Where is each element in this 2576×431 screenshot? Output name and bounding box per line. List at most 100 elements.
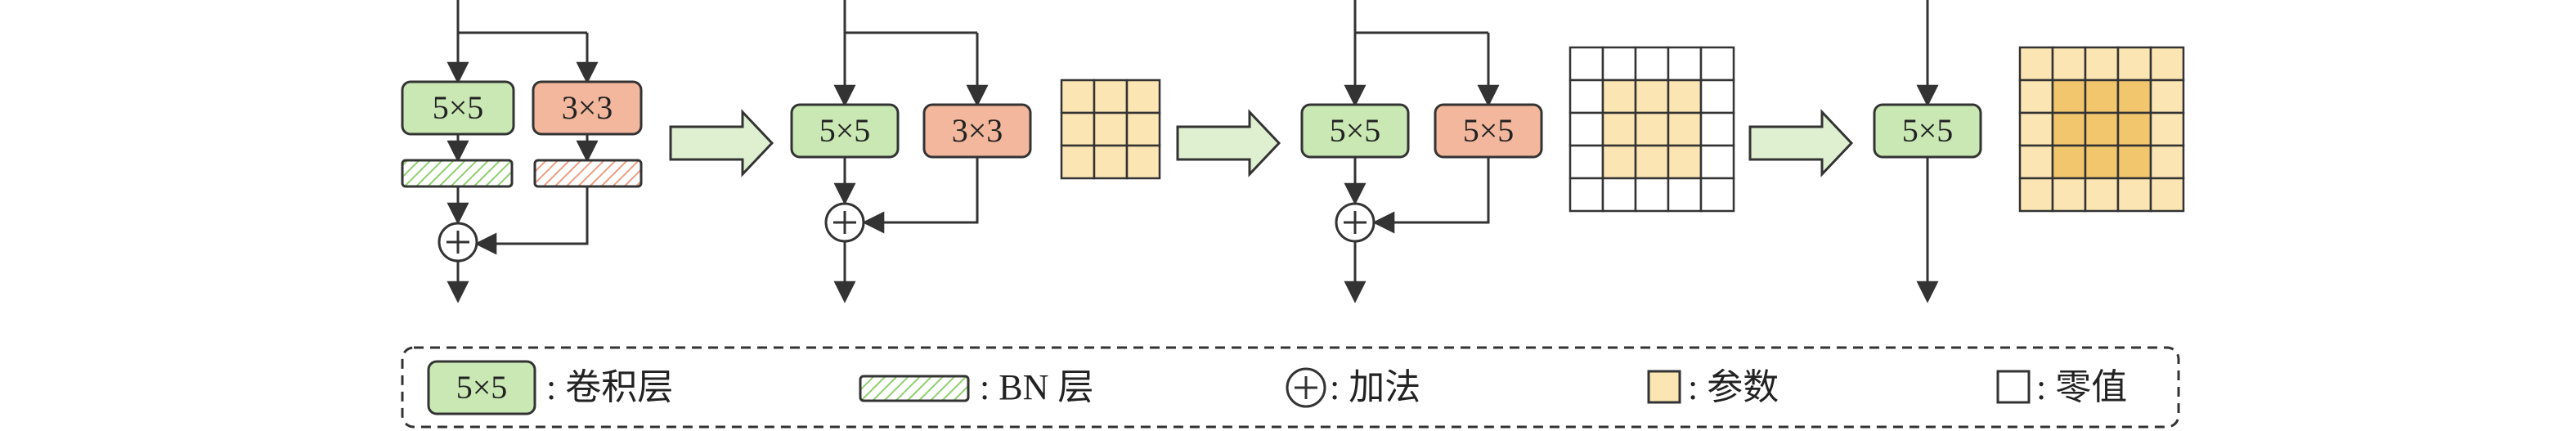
- grid-cell-zero: [1634, 46, 1670, 82]
- stage1-bn-red: [533, 159, 643, 188]
- grid-cell-param: [2149, 144, 2185, 180]
- grid-cell-param: [1667, 111, 1703, 147]
- legend-zero-swatch: [1996, 370, 2031, 404]
- grid-cell-param: [1093, 111, 1129, 147]
- grid-cell-param: [2116, 79, 2152, 114]
- stage1-conv-5x5-label: 5×5: [433, 89, 484, 126]
- stage3-add-icon: [1335, 202, 1376, 243]
- grid-cell-param: [2084, 177, 2120, 213]
- grid-cell-param: [2116, 144, 2152, 180]
- grid-cell-param: [2051, 111, 2087, 147]
- legend-conv-swatch-label: 5×5: [456, 369, 508, 406]
- grid-cell-param: [1125, 144, 1161, 180]
- legend-param-swatch: [1647, 370, 1681, 404]
- grid-cell-zero: [1601, 46, 1637, 82]
- grid-cell-param: [1060, 79, 1096, 114]
- grid-cell-param: [1601, 144, 1637, 180]
- grid-cell-param: [1667, 144, 1703, 180]
- stage-2: [833, 0, 989, 303]
- grid-cell-param: [2149, 79, 2185, 114]
- grid-cell-param: [2149, 177, 2185, 213]
- stage4-conv-5x5-label: 5×5: [1902, 112, 1954, 149]
- grid-cell-zero: [1568, 144, 1604, 180]
- kernel-grid-5x5-merged: [2018, 46, 2185, 213]
- grid-cell-param: [2018, 177, 2054, 213]
- legend-frame: [401, 346, 2180, 429]
- grid-cell-param: [1093, 79, 1129, 114]
- grid-cell-param: [2116, 46, 2152, 82]
- grid-cell-param: [2018, 79, 2054, 114]
- legend-add-icon: [1286, 367, 1326, 408]
- grid-cell-zero: [1667, 46, 1703, 82]
- grid-cell-param: [2084, 144, 2120, 180]
- stage-3: [1344, 0, 1500, 303]
- grid-cell-param: [2084, 46, 2120, 82]
- grid-cell-param: [1601, 111, 1637, 147]
- grid-cell-param: [2051, 177, 2087, 213]
- grid-cell-param: [2018, 144, 2054, 180]
- grid-cell-param: [2149, 46, 2185, 82]
- stage1-bn-green: [401, 159, 514, 188]
- stage3-conv-5x5-left: [1300, 103, 1410, 159]
- grid-cell-param: [1060, 144, 1096, 180]
- grid-cell-param: [1601, 79, 1637, 114]
- grid-cell-zero: [1568, 177, 1604, 213]
- grid-cell-param: [2116, 111, 2152, 147]
- stage1-conv-5x5: [401, 80, 515, 136]
- legend: 5×5 : 卷积层 : BN 层 : 加法 : 参数 : 零值: [401, 346, 2180, 429]
- transition-arrow-2: [1176, 109, 1281, 177]
- grid-cell-zero: [1601, 177, 1637, 213]
- legend-bn-swatch: [859, 375, 970, 402]
- grid-cell-zero: [1568, 111, 1604, 147]
- stage2-add-icon: [824, 202, 865, 243]
- stage3-conv-5x5-right-label: 5×5: [1463, 112, 1515, 149]
- grid-cell-param: [2018, 111, 2054, 147]
- grid-cell-param: [2018, 46, 2054, 82]
- grid-cell-param: [2116, 177, 2152, 213]
- grid-cell-zero: [1699, 79, 1735, 114]
- stage2-conv-3x3: [922, 103, 1032, 159]
- stage3-conv-5x5-left-label: 5×5: [1330, 112, 1381, 149]
- stage2-conv-3x3-label: 3×3: [952, 112, 1003, 149]
- grid-cell-param: [1634, 111, 1670, 147]
- grid-cell-param: [1667, 79, 1703, 114]
- legend-zero-label: : 零值: [2036, 367, 2127, 407]
- legend-bn-label: : BN 层: [980, 367, 1093, 407]
- grid-cell-param: [2051, 79, 2087, 114]
- grid-cell-param: [2149, 111, 2185, 147]
- grid-cell-zero: [1699, 111, 1735, 147]
- grid-cell-param: [1093, 144, 1129, 180]
- grid-cell-zero: [1699, 46, 1735, 82]
- grid-cell-param: [1125, 111, 1161, 147]
- legend-conv-label: : 卷积层: [546, 367, 673, 407]
- stage1-add-icon: [438, 222, 478, 263]
- grid-cell-param: [1060, 111, 1096, 147]
- grid-cell-param: [2084, 111, 2120, 147]
- kernel-grid-5x5-padded: [1568, 46, 1735, 213]
- stage1-conv-3x3: [532, 80, 643, 136]
- stage2-conv-5x5-label: 5×5: [819, 112, 871, 149]
- grid-cell-zero: [1667, 177, 1703, 213]
- grid-cell-param: [2051, 144, 2087, 180]
- stage2-conv-5x5: [790, 103, 900, 159]
- grid-cell-zero: [1568, 79, 1604, 114]
- grid-cell-param: [1634, 144, 1670, 180]
- grid-cell-param: [2051, 46, 2087, 82]
- stage-1: [447, 0, 599, 303]
- grid-cell-zero: [1634, 177, 1670, 213]
- grid-cell-param: [1125, 79, 1161, 114]
- grid-cell-param: [2084, 79, 2120, 114]
- grid-cell-zero: [1699, 177, 1735, 213]
- legend-add-label: : 加法: [1330, 367, 1420, 407]
- transition-arrow-1: [669, 109, 774, 177]
- grid-cell-param: [1634, 79, 1670, 114]
- grid-cell-zero: [1699, 144, 1735, 180]
- stage4-conv-5x5: [1873, 103, 1982, 159]
- kernel-grid-3x3: [1060, 79, 1161, 180]
- stage3-conv-5x5-right: [1434, 103, 1543, 159]
- grid-cell-zero: [1568, 46, 1604, 82]
- legend-param-label: : 参数: [1688, 367, 1779, 407]
- transition-arrow-3: [1748, 109, 1854, 177]
- legend-conv-swatch: [427, 360, 536, 415]
